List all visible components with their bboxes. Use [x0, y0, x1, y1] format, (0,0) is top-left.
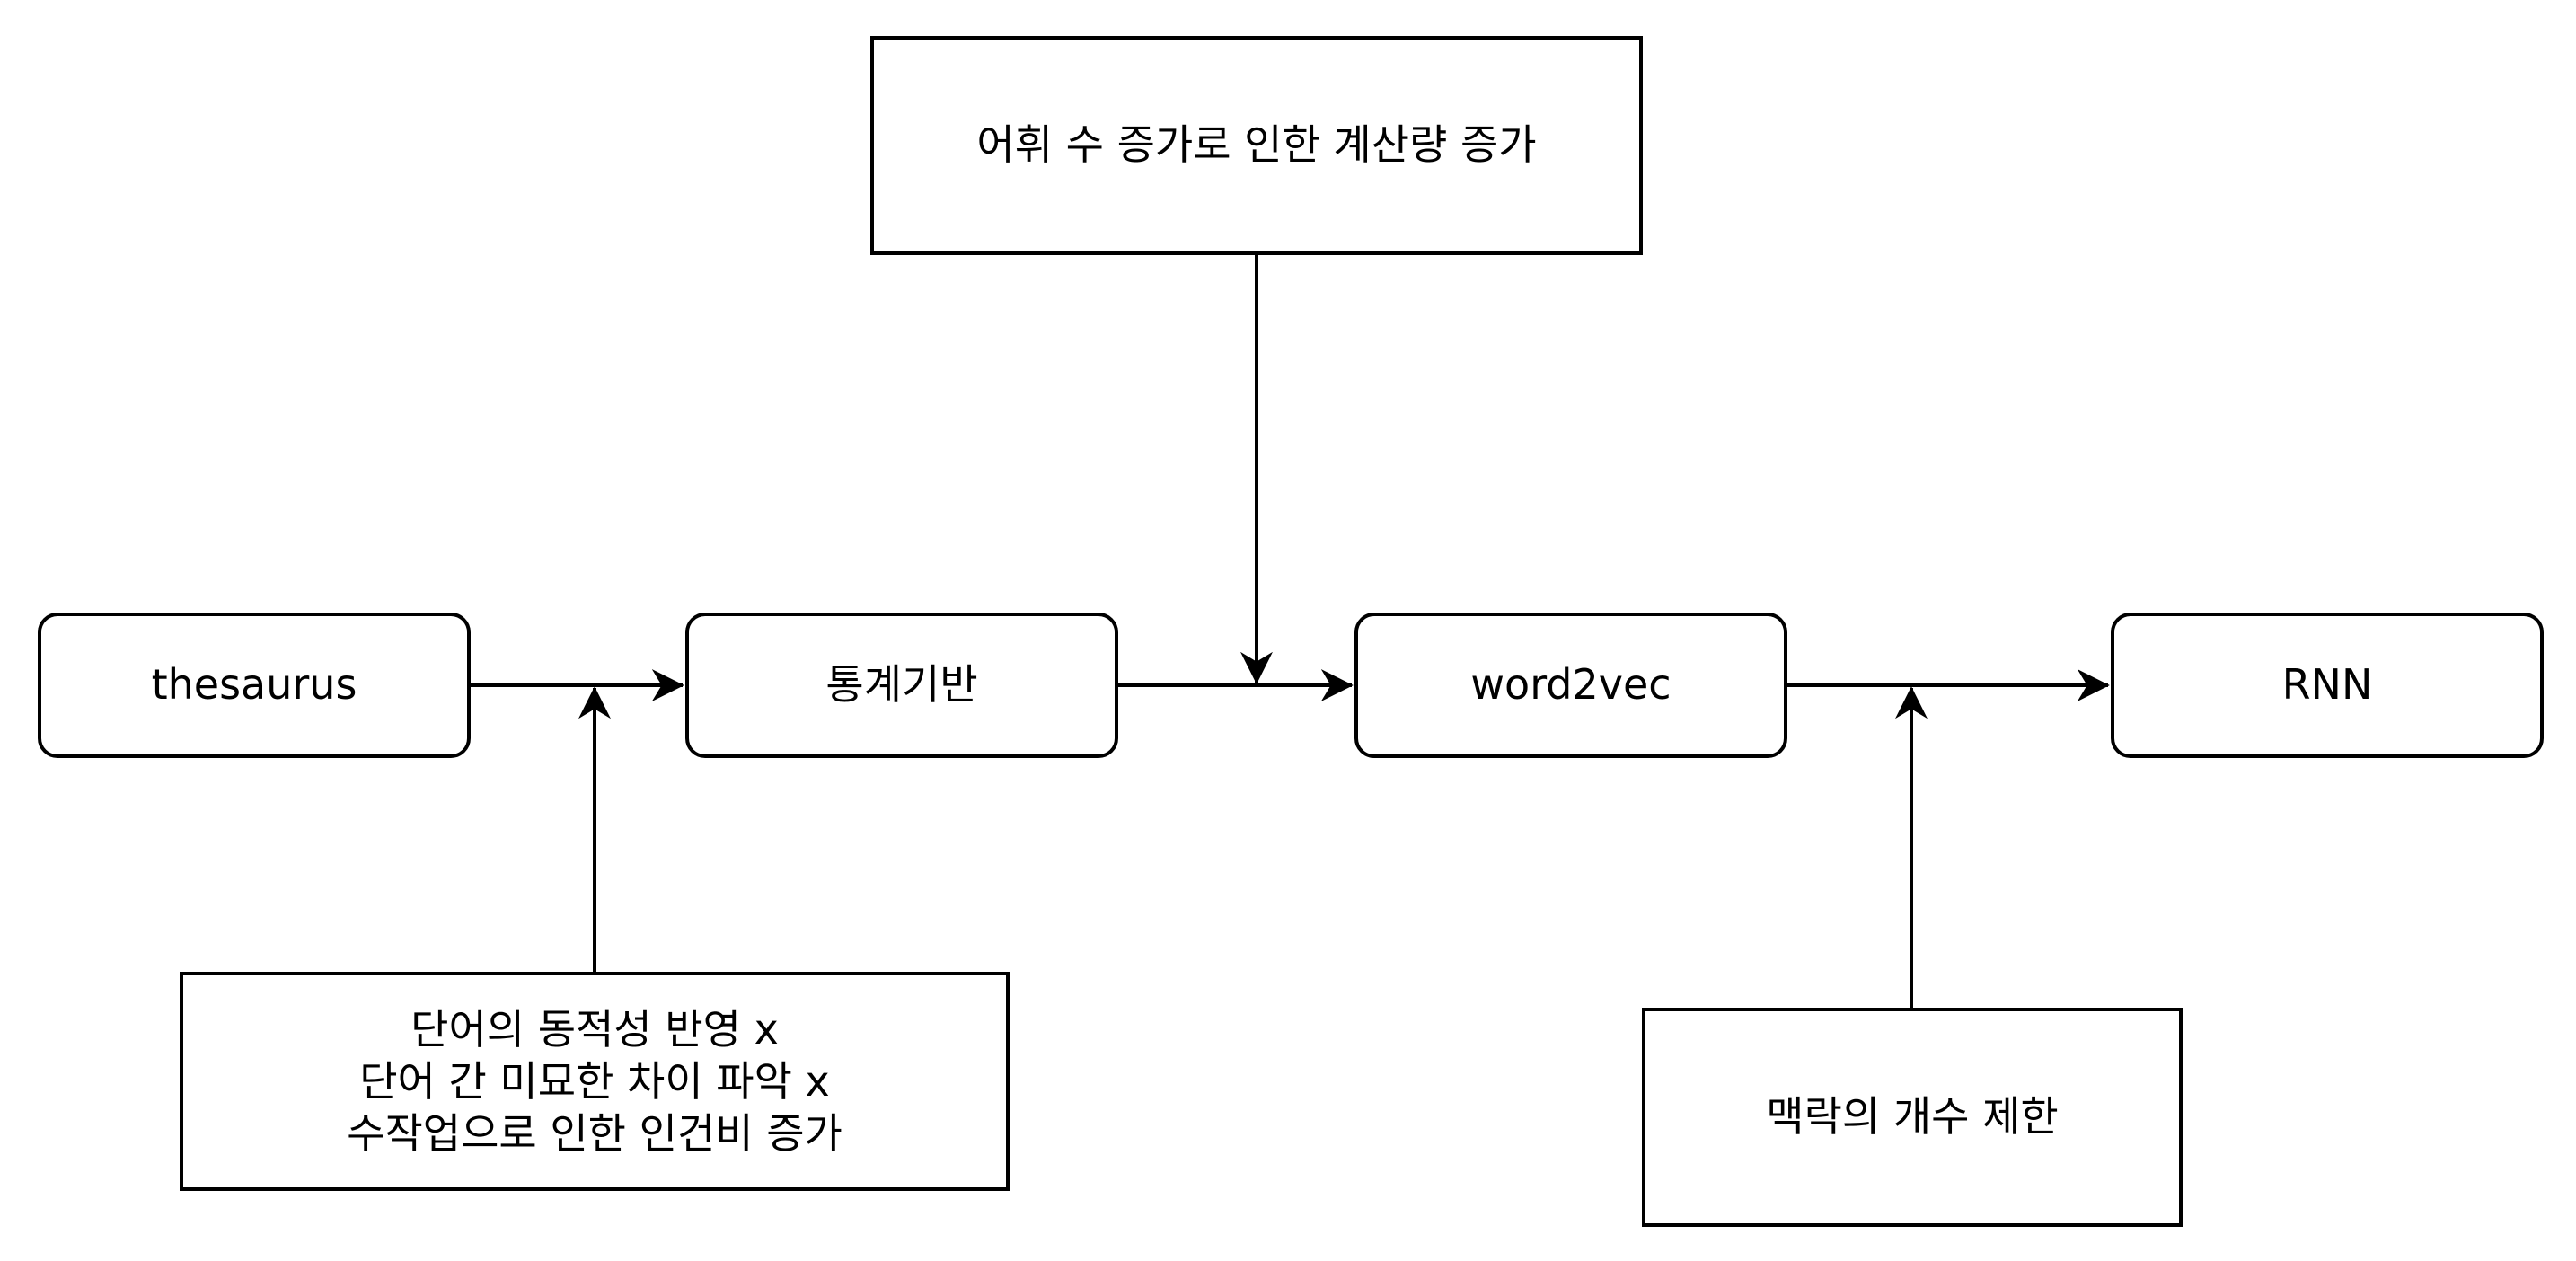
node-rnn-label: RNN: [2281, 660, 2373, 710]
note-bottom-right: 맥락의 개수 제한: [1642, 1008, 2183, 1227]
note-bottom-left: 단어의 동적성 반영 x 단어 간 미묘한 차이 파악 x 수작업으로 인한 인…: [180, 972, 1010, 1191]
node-word2vec-label: word2vec: [1470, 660, 1672, 710]
note-bottom-left-line: 수작업으로 인한 인건비 증가: [347, 1109, 842, 1158]
node-rnn: RNN: [2111, 613, 2544, 758]
note-top: 어휘 수 증가로 인한 계산량 증가: [870, 36, 1643, 255]
note-bottom-left-line: 단어의 동적성 반영 x: [410, 1005, 779, 1054]
node-thesaurus-label: thesaurus: [151, 660, 357, 710]
note-bottom-right-text: 맥락의 개수 제한: [1766, 1092, 2059, 1142]
node-statistics-label: 통계기반: [825, 660, 978, 710]
node-word2vec: word2vec: [1354, 613, 1787, 758]
note-top-text: 어휘 수 증가로 인한 계산량 증가: [976, 120, 1537, 170]
note-bottom-left-line: 단어 간 미묘한 차이 파악 x: [359, 1057, 830, 1106]
node-thesaurus: thesaurus: [38, 613, 471, 758]
note-bottom-left-text: 단어의 동적성 반영 x 단어 간 미묘한 차이 파악 x 수작업으로 인한 인…: [347, 1003, 842, 1160]
node-statistics: 통계기반: [685, 613, 1118, 758]
